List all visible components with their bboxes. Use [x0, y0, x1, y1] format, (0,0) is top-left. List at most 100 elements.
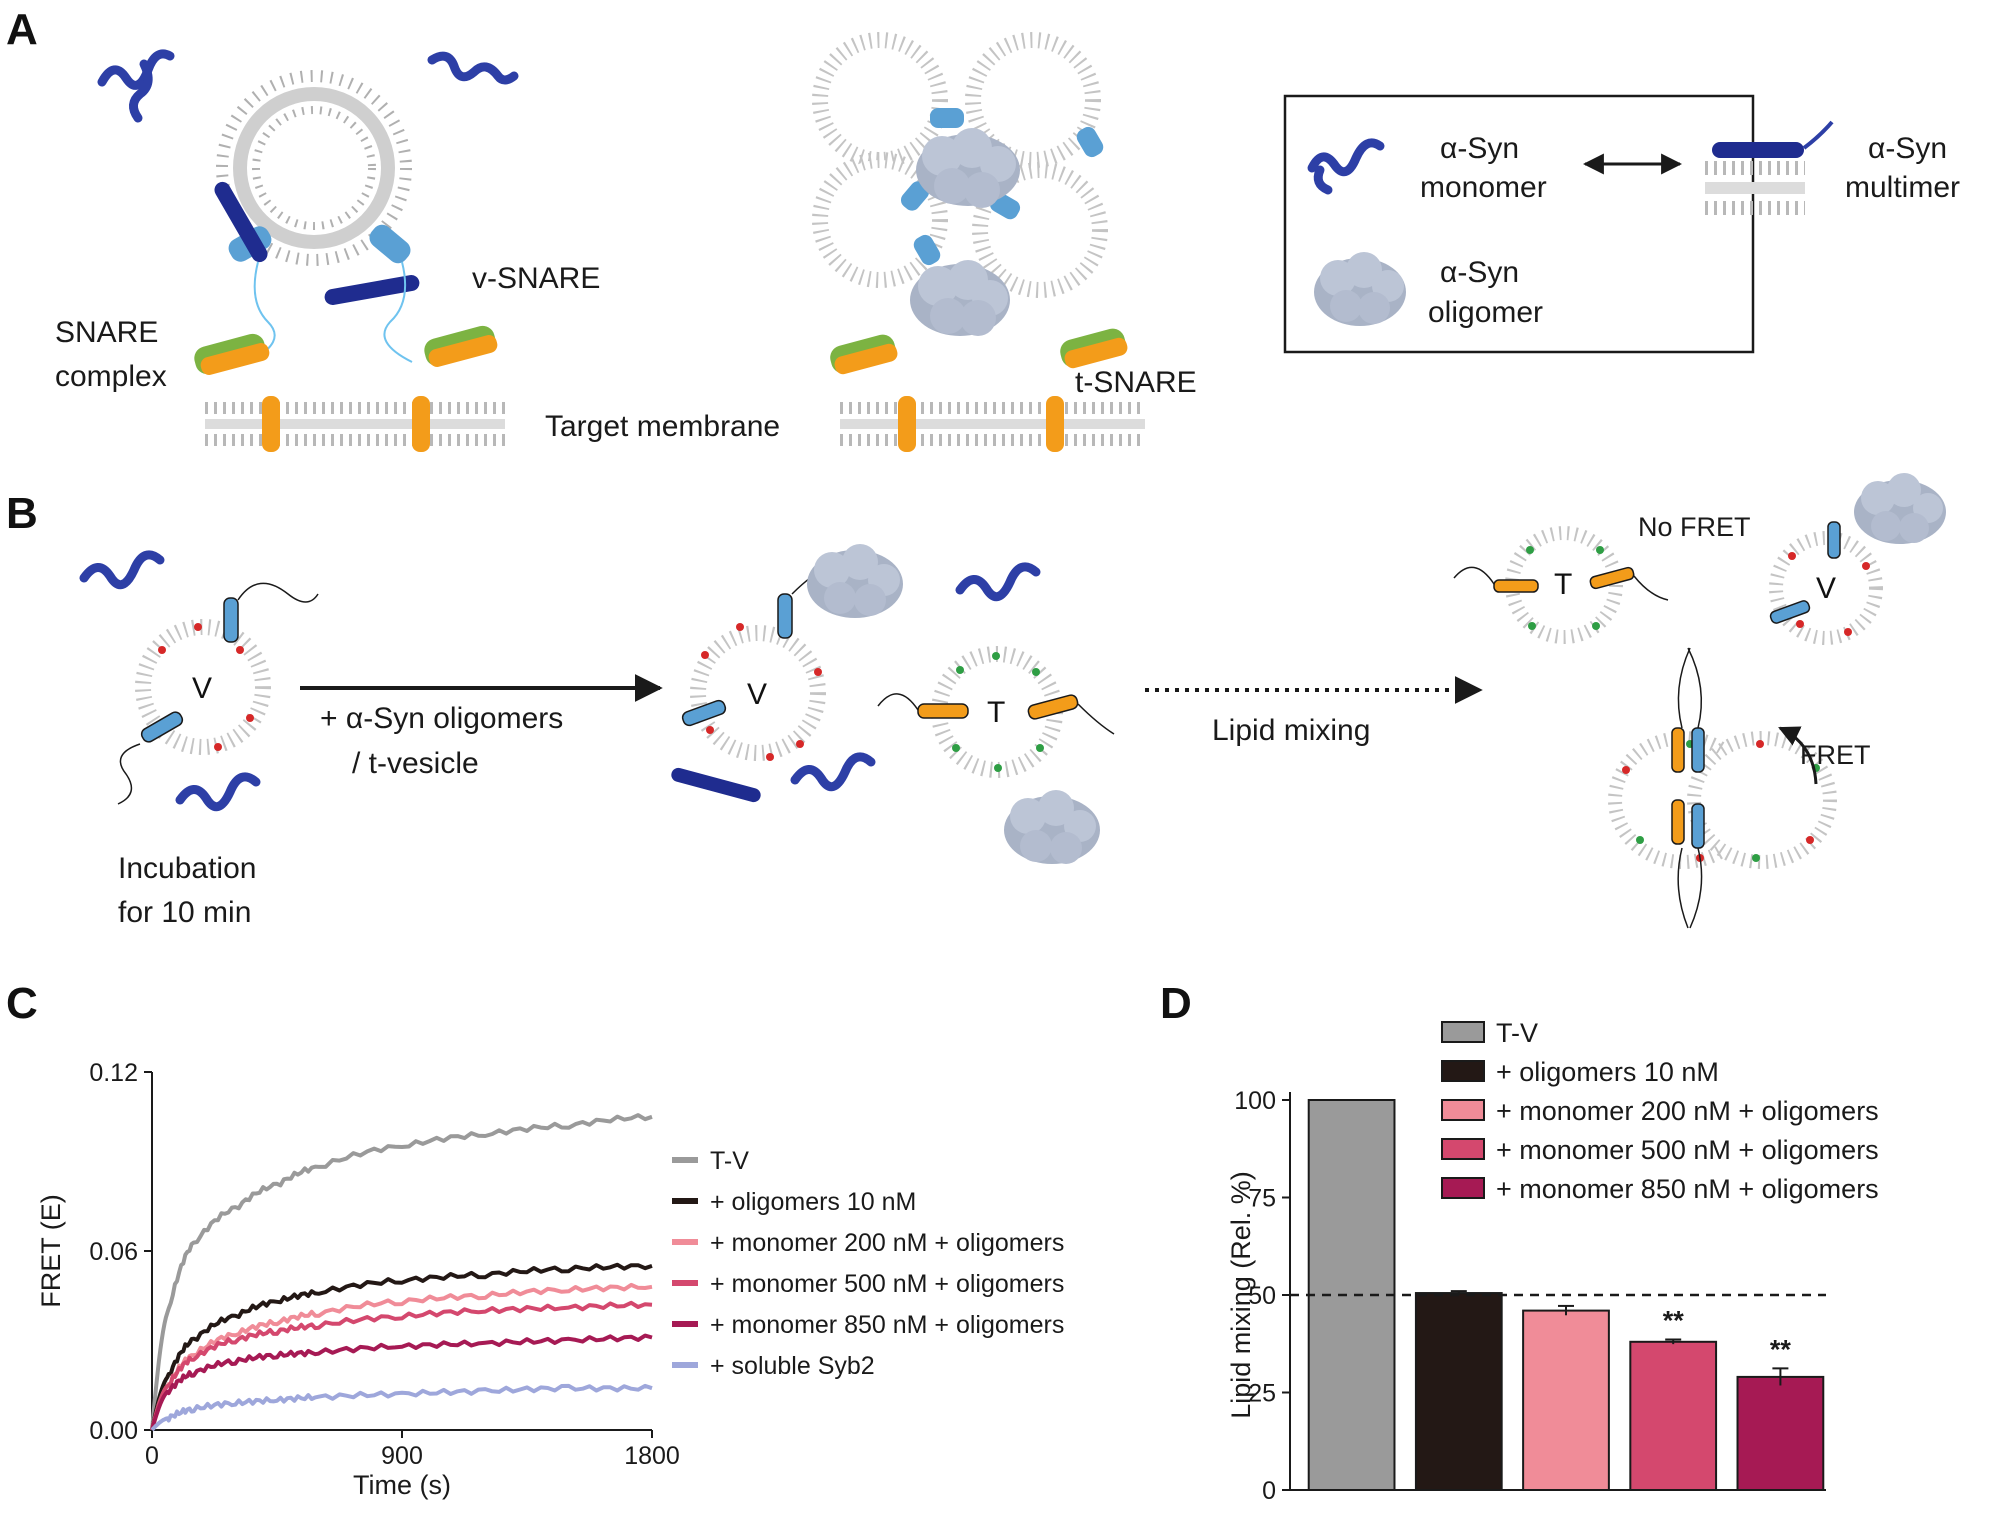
curved-arrow-icon: [1778, 726, 1818, 785]
target-membrane-label: Target membrane: [545, 410, 780, 443]
x-tick-label: 1800: [624, 1442, 680, 1470]
bar: [1629, 1340, 1718, 1492]
t-snare-icon: [1027, 694, 1079, 720]
legend-label: + monomer 850 nM + oligomers: [1496, 1174, 1879, 1204]
v-vesicle-letter: V: [192, 672, 212, 705]
t-snare-icon: [1493, 579, 1539, 593]
t-snare-icon: [917, 703, 969, 719]
fused-vesicles-icon: [1608, 647, 1837, 929]
alpha-syn-multimer-icon: [1705, 120, 1834, 215]
alpha-syn-oligomer-icon: [1004, 790, 1100, 864]
legend-oligomer-2: oligomer: [1428, 296, 1543, 329]
alpha-syn-oligomer-icon: [1314, 252, 1406, 326]
alpha-syn-oligomer-icon: [1854, 473, 1946, 544]
y-axis-title: Lipid mixing (Rel. %): [1226, 1171, 1256, 1419]
t-snare-icon: [1589, 566, 1635, 590]
alpha-syn-oligomer-icon: [807, 544, 903, 618]
x-tick-label: 900: [381, 1442, 423, 1470]
lipid-mixing-label: Lipid mixing: [1212, 714, 1370, 747]
arrow-label-1: + α-Syn oligomers: [320, 702, 563, 735]
legend-swatch: [1441, 1138, 1485, 1160]
x-axis-title: Time (s): [353, 1470, 451, 1500]
v-snare-icon: [681, 699, 727, 727]
t-vesicle-letter-2: T: [1554, 568, 1572, 601]
v-snare-icon: [913, 234, 941, 266]
t-vesicle-icon: [1505, 526, 1623, 644]
t-snare-icon: [1060, 328, 1128, 369]
snare-complex-icon: [194, 333, 270, 375]
y-tick-label: 75: [1248, 1185, 1276, 1213]
series-line: [150, 1113, 653, 1431]
t-snare-label: t-SNARE: [1075, 366, 1197, 399]
significance-label: **: [1770, 1334, 1792, 1364]
panel-b-illustration: V Incubation for 10 min + α-Syn oligomer…: [79, 473, 1946, 929]
snare-complex-label-2: complex: [55, 360, 167, 393]
v-snare-icon: [930, 108, 964, 128]
series-line: [150, 1383, 653, 1432]
legend-swatch: [1441, 1099, 1485, 1121]
alpha-syn-multimer-icon: [324, 275, 420, 305]
panel-label-a: A: [6, 5, 38, 54]
alpha-syn-oligomer-icon: [910, 260, 1010, 336]
v-vesicle-icon: [216, 70, 412, 266]
v-snare-icon: [223, 597, 239, 643]
legend-label: T-V: [1496, 1018, 1538, 1048]
series-line: [150, 1300, 653, 1431]
v-snare-icon: [900, 181, 930, 211]
legend-label: + oligomers 10 nM: [1496, 1057, 1719, 1087]
alpha-syn-multimer-icon: [214, 181, 268, 263]
legend-label: T-V: [710, 1147, 749, 1175]
alpha-syn-monomer-icon: [1307, 138, 1385, 177]
y-tick-label: 100: [1234, 1087, 1276, 1115]
v-snare-icon: [777, 593, 793, 639]
v-vesicle-letter-2: V: [747, 678, 767, 711]
panel-label-d: D: [1160, 979, 1192, 1028]
legend-label: + monomer 850 nM + oligomers: [710, 1311, 1064, 1339]
v-snare-icon: [1827, 521, 1841, 559]
legend-label: + oligomers 10 nM: [710, 1188, 916, 1216]
legend-swatch: [1441, 1060, 1485, 1082]
y-tick-label: 50: [1248, 1282, 1276, 1310]
legend-oligomer-1: α-Syn: [1440, 256, 1519, 289]
incubation-label-1: Incubation: [118, 852, 256, 885]
legend-label: + monomer 500 nM + oligomers: [710, 1270, 1064, 1298]
v-snare-label: v-SNARE: [472, 262, 600, 295]
alpha-syn-monomer-icon: [175, 772, 261, 812]
bar: [1522, 1309, 1610, 1491]
y-tick-label: 0: [1262, 1477, 1276, 1505]
y-tick-label: 25: [1248, 1380, 1276, 1408]
v-vesicle-icon: [690, 623, 826, 761]
series-line: [150, 1333, 653, 1431]
panel-a-illustration: v-SNARE SNARE complex Target membrane: [55, 32, 1960, 452]
t-snare-icon: [830, 334, 898, 375]
bar: [1736, 1375, 1825, 1492]
snare-complex-icon: [424, 325, 498, 367]
no-fret-label: No FRET: [1638, 512, 1751, 542]
legend-label: + soluble Syb2: [710, 1352, 875, 1380]
legend-multimer-1: α-Syn: [1868, 132, 1947, 165]
bar: [1307, 1099, 1396, 1491]
legend-monomer-2: monomer: [1420, 171, 1547, 204]
panel-label-b: B: [6, 489, 38, 538]
series-line: [150, 1262, 653, 1431]
alpha-syn-monomer-icon: [79, 550, 165, 590]
alpha-syn-monomer-icon: [790, 752, 876, 792]
legend-swatch: [1441, 1021, 1485, 1043]
y-tick-label: 0.12: [89, 1059, 138, 1087]
panel-label-c: C: [6, 979, 38, 1028]
legend-label: + monomer 500 nM + oligomers: [1496, 1135, 1879, 1165]
target-membrane-icon: [840, 396, 1145, 452]
legend-swatch: [1441, 1177, 1485, 1199]
alpha-syn-multimer-icon: [671, 767, 761, 803]
clustered-vesicles-icon: [812, 32, 1108, 298]
panel-a-legend: α-Syn monomer α-Syn multimer α-Syn o: [1283, 94, 1960, 354]
alpha-syn-monomer-icon: [427, 51, 519, 85]
alpha-syn-monomer-icon: [97, 49, 175, 90]
v-snare-icon: [1076, 126, 1104, 158]
target-membrane-icon: [205, 396, 505, 452]
v-snare-icon: [140, 711, 184, 743]
y-tick-label: 0.06: [89, 1238, 138, 1266]
snare-complex-label-1: SNARE: [55, 316, 158, 349]
